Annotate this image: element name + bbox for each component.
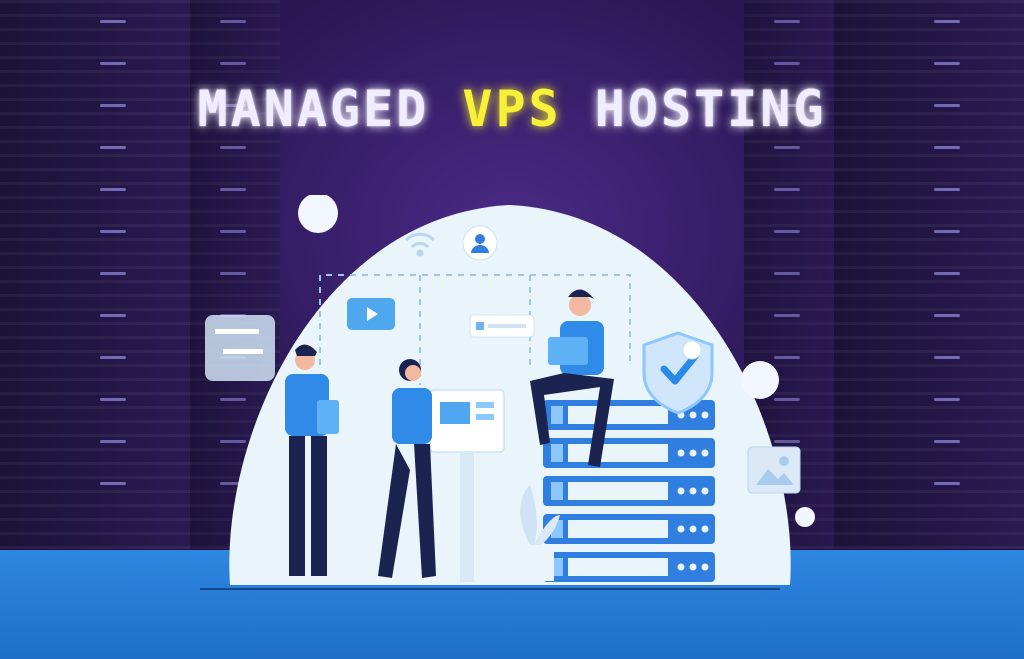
rack-led	[100, 482, 126, 485]
rack-led	[220, 482, 246, 485]
title-part2: HOSTING	[594, 80, 827, 138]
rack-led	[774, 398, 800, 401]
rack-led	[220, 440, 246, 443]
rack-led	[774, 440, 800, 443]
rack-led	[100, 230, 126, 233]
play-icon	[347, 298, 395, 330]
rack-led	[774, 20, 800, 23]
rack-led	[934, 398, 960, 401]
rack-led	[934, 230, 960, 233]
rack-led	[934, 104, 960, 107]
banner-title: MANAGED VPS HOSTING	[0, 80, 1024, 138]
rack-led	[220, 146, 246, 149]
user-dot-icon	[682, 340, 702, 360]
rack-led	[100, 188, 126, 191]
rack-led	[774, 62, 800, 65]
server-rack-icon	[543, 400, 715, 582]
title-part1: MANAGED	[197, 80, 430, 138]
bubble-circle	[741, 361, 779, 399]
server-rack-bg-right	[834, 0, 1024, 549]
server-rack-bg-left	[0, 0, 190, 549]
chat-bubble-icon	[469, 314, 535, 338]
rack-led	[100, 314, 126, 317]
rack-led	[220, 188, 246, 191]
rack-led	[220, 62, 246, 65]
rack-led	[774, 230, 800, 233]
network-lines	[319, 274, 631, 385]
rack-led	[100, 146, 126, 149]
hosting-illustration	[205, 195, 815, 585]
rack-led	[774, 146, 800, 149]
rack-led	[220, 398, 246, 401]
rack-led	[774, 356, 800, 359]
chat-panel-icon	[205, 315, 275, 381]
person-with-tablet	[285, 344, 339, 576]
rack-led	[774, 188, 800, 191]
bubble-circle	[795, 507, 815, 527]
rack-led	[220, 230, 246, 233]
tablet-icon	[317, 400, 339, 434]
rack-led	[934, 62, 960, 65]
rack-led	[100, 356, 126, 359]
rack-led	[100, 272, 126, 275]
rack-led	[774, 314, 800, 317]
rack-led	[220, 272, 246, 275]
rack-led	[100, 440, 126, 443]
title-accent: VPS	[462, 80, 562, 138]
rack-led	[934, 146, 960, 149]
rack-led	[934, 482, 960, 485]
wifi-icon	[404, 232, 436, 257]
rack-led	[934, 272, 960, 275]
rack-led	[934, 356, 960, 359]
rack-led	[934, 314, 960, 317]
rack-led	[220, 20, 246, 23]
rack-led	[100, 398, 126, 401]
rack-led	[220, 104, 246, 107]
laptop-icon	[548, 337, 588, 365]
person-at-kiosk	[378, 359, 436, 578]
person-with-laptop	[530, 289, 614, 467]
rack-led	[100, 104, 126, 107]
rack-led	[934, 188, 960, 191]
image-icon	[747, 446, 801, 494]
rack-led	[774, 272, 800, 275]
bubble-circle	[298, 195, 338, 233]
rack-led	[934, 440, 960, 443]
rack-led	[100, 20, 126, 23]
rack-led	[100, 62, 126, 65]
rack-led	[934, 20, 960, 23]
chart-kiosk-icon	[429, 389, 505, 582]
plant-decor	[520, 485, 560, 581]
rack-led	[774, 104, 800, 107]
user-icon	[462, 225, 498, 261]
